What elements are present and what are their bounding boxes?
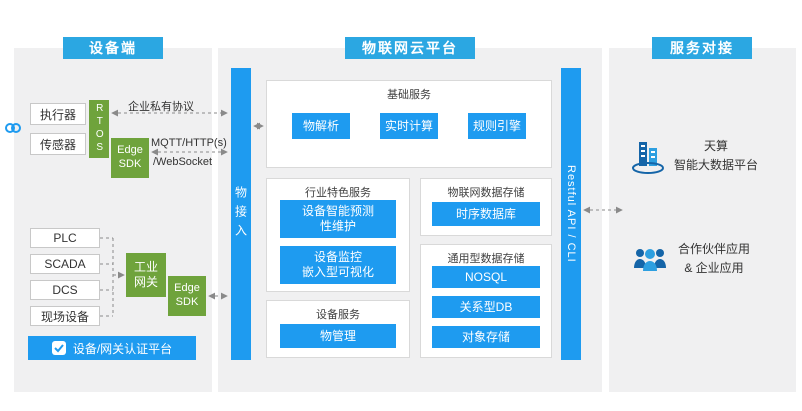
cloud-panel-title: 物联网云平台 — [345, 37, 475, 59]
iot-storage-label: 物联网数据存储 — [447, 187, 525, 199]
device-services-label: 设备服务 — [316, 309, 360, 321]
device-monitoring-box: 设备监控 嵌入型可视化 — [280, 246, 396, 284]
sensor-box: 传感器 — [30, 133, 86, 155]
device-panel-title: 设备端 — [63, 37, 163, 59]
rtos-label: RTOS — [94, 103, 106, 155]
field-devices-box: 现场设备 — [30, 306, 100, 326]
scada-box: SCADA — [30, 254, 100, 274]
auth-platform-label: 设备/网关认证平台 — [72, 341, 173, 356]
mqtt-label: MQTT/HTTP(s) — [151, 137, 227, 149]
thing-access-label: 物接入 — [233, 185, 248, 243]
bigdata-platform-label: 天算 智能大数据平台 — [674, 138, 759, 172]
websocket-label: /WebSocket — [153, 156, 213, 168]
thing-management-box: 物管理 — [280, 324, 396, 348]
nosql-box: NOSQL — [432, 266, 540, 288]
auth-platform-bar: 设备/网关认证平台 — [28, 336, 196, 360]
dcs-box: DCS — [30, 280, 100, 300]
building-icon — [630, 136, 666, 176]
rules-engine-box: 规则引擎 — [468, 113, 526, 139]
private-protocol-label: 企业私有协议 — [128, 101, 194, 113]
partner-apps-label: 合作伙伴应用 & 企业应用 — [678, 242, 751, 276]
relational-db-box: 关系型DB — [432, 296, 540, 318]
edge-sdk-top-box: Edge SDK — [111, 138, 149, 178]
timeseries-db-box: 时序数据库 — [432, 202, 540, 226]
link-icon — [4, 119, 22, 142]
basic-services-label: 基础服务 — [387, 89, 431, 101]
service-panel-bg — [609, 48, 796, 392]
object-storage-box: 对象存储 — [432, 326, 540, 348]
thing-parsing-box: 物解析 — [292, 113, 350, 139]
partner-apps-item: 合作伙伴应用 & 企业应用 — [630, 240, 788, 278]
bigdata-platform-item: 天算 智能大数据平台 — [630, 136, 788, 176]
actuator-box: 执行器 — [30, 103, 86, 125]
predictive-maintenance-box: 设备智能预测 性维护 — [280, 200, 396, 238]
service-panel-title: 服务对接 — [652, 37, 752, 59]
edge-sdk-bottom-box: Edge SDK — [168, 276, 206, 316]
restful-api-bar: Restful API / CLI — [561, 68, 581, 360]
realtime-computing-box: 实时计算 — [380, 113, 438, 139]
restful-api-label: Restful API / CLI — [565, 165, 577, 263]
thing-access-bar: 物接入 — [231, 68, 251, 360]
rtos-box: RTOS — [89, 100, 109, 158]
people-icon — [630, 244, 670, 274]
industrial-gateway-box: 工业 网关 — [126, 253, 166, 297]
shield-check-icon — [51, 341, 66, 355]
plc-box: PLC — [30, 228, 100, 248]
general-storage-label: 通用型数据存储 — [447, 253, 525, 265]
industry-services-label: 行业特色服务 — [305, 187, 371, 199]
